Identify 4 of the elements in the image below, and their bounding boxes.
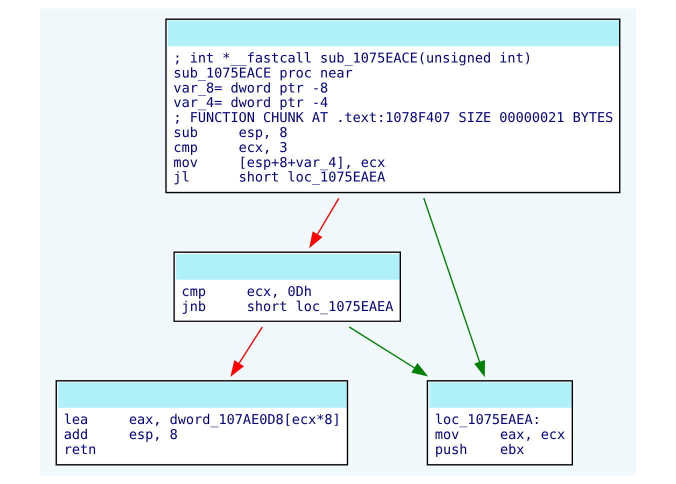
- arrow: [309, 198, 340, 248]
- arrow: [230, 326, 263, 377]
- arrow: [423, 198, 485, 378]
- arrow: [348, 326, 428, 376]
